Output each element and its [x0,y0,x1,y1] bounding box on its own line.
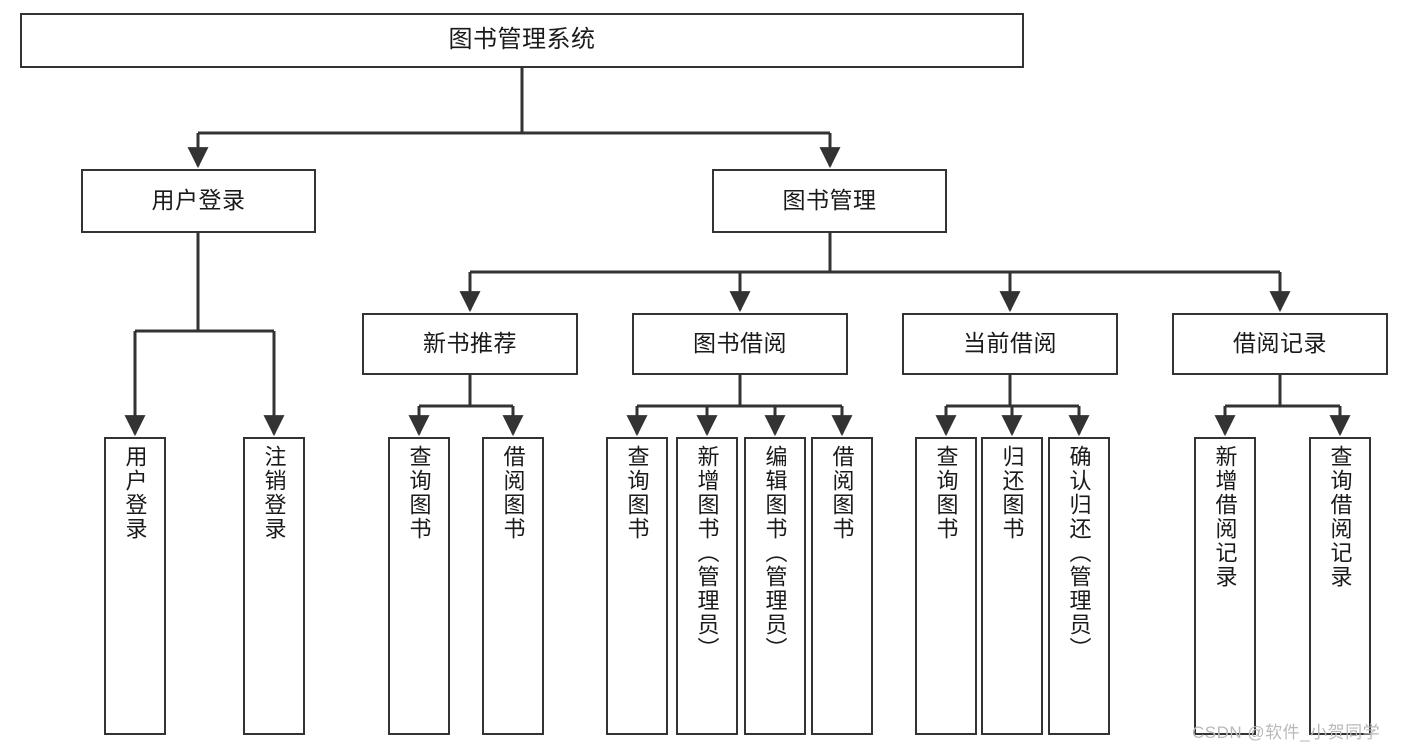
leaf-book-borrow-edit-book[interactable]: 编辑图书（管理员） [744,437,806,735]
leaf-current-borrow-query-book[interactable]: 查询图书 [915,437,977,735]
leaf-current-borrow-return-book[interactable]: 归还图书 [981,437,1043,735]
node-label: 查询借阅记录 [1327,445,1353,589]
leaf-borrow-record-query-record[interactable]: 查询借阅记录 [1309,437,1371,735]
node-book-borrow[interactable]: 图书借阅 [632,313,848,375]
node-label: 图书借阅 [693,330,787,357]
node-label: 新增图书（管理员） [694,445,720,661]
node-label: 查询图书 [933,445,959,541]
leaf-new-book-borrow-book[interactable]: 借阅图书 [482,437,544,735]
node-book-management[interactable]: 图书管理 [712,169,947,233]
node-label: 图书管理系统 [448,26,596,54]
leaf-book-borrow-borrow-book[interactable]: 借阅图书 [811,437,873,735]
node-label: 确认归还（管理员） [1066,445,1092,661]
node-user-login[interactable]: 用户登录 [81,169,316,233]
node-label: 用户登录 [151,187,246,214]
leaf-borrow-record-add-record[interactable]: 新增借阅记录 [1194,437,1256,735]
leaf-user-login-logout[interactable]: 注销登录 [243,437,305,735]
leaf-current-borrow-confirm-return[interactable]: 确认归还（管理员） [1048,437,1110,735]
leaf-book-borrow-add-book[interactable]: 新增图书（管理员） [676,437,738,735]
node-label: 借阅图书 [829,445,855,541]
node-new-book-recommend[interactable]: 新书推荐 [362,313,578,375]
leaf-book-borrow-query-book[interactable]: 查询图书 [606,437,668,735]
node-label: 借阅图书 [500,445,526,541]
csdn-watermark: CSDN @软件_小贺同学 [1192,723,1381,742]
node-label: 注销登录 [261,445,287,541]
node-label: 编辑图书（管理员） [762,445,788,661]
node-label: 查询图书 [406,445,432,541]
node-current-borrow[interactable]: 当前借阅 [902,313,1118,375]
leaf-new-book-query-book[interactable]: 查询图书 [388,437,450,735]
node-label: 新增借阅记录 [1212,445,1238,589]
node-label: 借阅记录 [1233,330,1327,357]
node-root-book-management-system[interactable]: 图书管理系统 [20,13,1024,68]
node-label: 当前借阅 [963,330,1057,357]
node-borrow-record[interactable]: 借阅记录 [1172,313,1388,375]
node-label: 图书管理 [782,187,877,214]
node-label: 用户登录 [122,445,148,541]
leaf-user-login-login[interactable]: 用户登录 [104,437,166,735]
node-label: 新书推荐 [423,330,517,357]
node-label: 查询图书 [624,445,650,541]
node-label: 归还图书 [999,445,1025,541]
